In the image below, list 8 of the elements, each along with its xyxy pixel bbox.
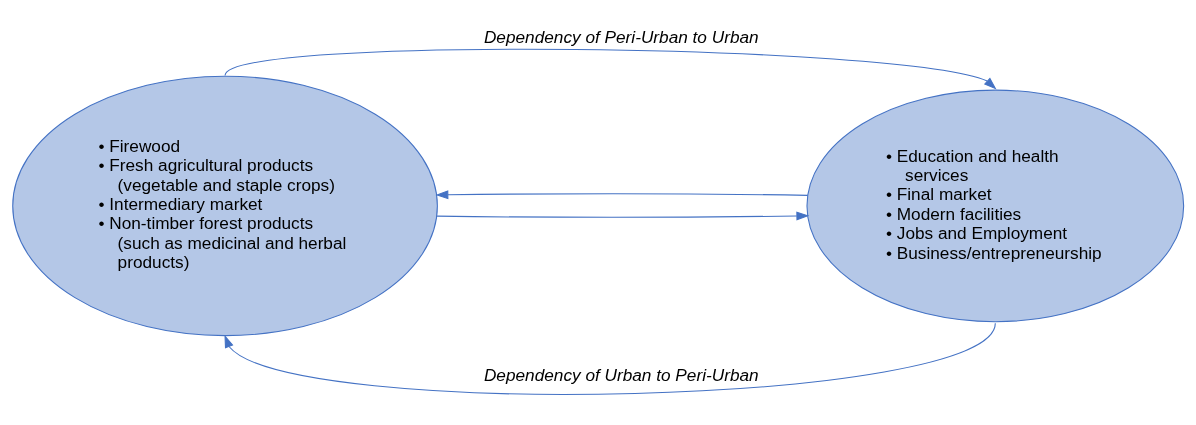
arrow (224, 322, 996, 395)
node-ellipse: • Firewood • Fresh agricultural products (vegetable and staple crops) • Intermediary market • Non-timber forest products (such as medicinal and herbal products) (12, 75, 438, 337)
node-ellipse: • Education and health services • Final market • Modern facilities • Jobs and Employment • Business/entrepreneurship (806, 89, 1185, 323)
arrow (224, 48, 997, 90)
edge-label: Dependency of Peri-Urban to Urban (483, 27, 759, 48)
arrow (435, 190, 809, 200)
edge-label: Dependency of Urban to Peri-Urban (483, 365, 759, 386)
arrow (436, 211, 810, 221)
